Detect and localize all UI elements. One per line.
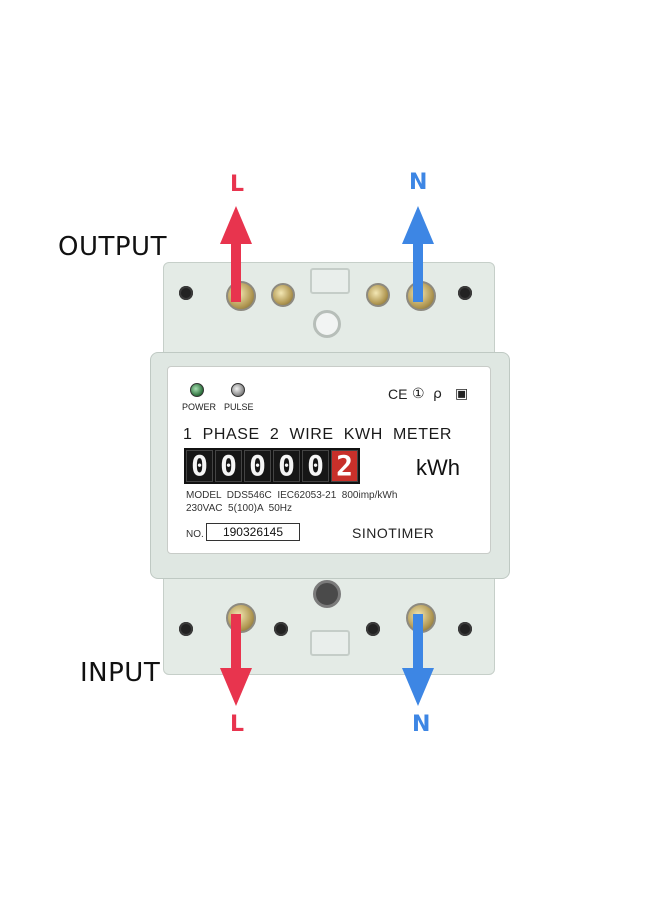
input-neutral-arrow-icon [402, 614, 434, 706]
screw-icon [458, 286, 472, 300]
model-line: MODEL DDS546C IEC62053-21 800imp/kWh [186, 490, 398, 501]
screw-icon [274, 622, 288, 636]
pulse-label: PULSE [224, 402, 254, 412]
brand-name: SINOTIMER [352, 525, 435, 541]
terminal-screw-icon [366, 283, 390, 307]
power-label: POWER [182, 402, 217, 412]
input-live-label: L [230, 712, 245, 737]
serial-number-label: NO. [186, 529, 204, 540]
terminal-screw-icon [271, 283, 295, 307]
output-label: OUTPUT [58, 232, 167, 262]
ce-mark: CE [388, 386, 408, 402]
counter-digit: 0 [186, 450, 213, 482]
counter-decimal-digit: 2 [331, 450, 358, 482]
screw-icon [458, 622, 472, 636]
input-neutral-label: N [412, 712, 431, 737]
energy-counter: 0 0 0 0 0 2 [184, 448, 360, 484]
screw-icon [366, 622, 380, 636]
screw-icon [179, 622, 193, 636]
screw-icon [179, 286, 193, 300]
pulse-led-icon [231, 383, 245, 397]
bottom-clip [310, 630, 350, 656]
counter-digit: 0 [215, 450, 242, 482]
top-clip [310, 268, 350, 294]
meter-title: 1 PHASE 2 WIRE KWH METER [183, 426, 452, 443]
input-live-arrow-icon [220, 614, 252, 706]
rating-line: 230VAC 5(100)A 50Hz [186, 503, 292, 514]
counter-digit: 0 [273, 450, 300, 482]
serial-number: 190326145 [206, 523, 300, 541]
seal-hole-icon [313, 580, 341, 608]
output-live-arrow-icon [220, 206, 252, 302]
unit-label: kWh [416, 455, 460, 480]
class-mark-icon: ① [412, 385, 425, 401]
output-live-label: L [230, 172, 245, 197]
output-neutral-arrow-icon [402, 206, 434, 302]
power-led-icon [190, 383, 204, 397]
counter-digit: 0 [302, 450, 329, 482]
output-neutral-label: N [409, 170, 428, 195]
thermometer-mark-icon: ⍴ [433, 385, 442, 401]
double-insulation-icon: ▣ [455, 385, 469, 401]
seal-hole-icon [313, 310, 341, 338]
input-label: INPUT [80, 658, 161, 688]
counter-digit: 0 [244, 450, 271, 482]
